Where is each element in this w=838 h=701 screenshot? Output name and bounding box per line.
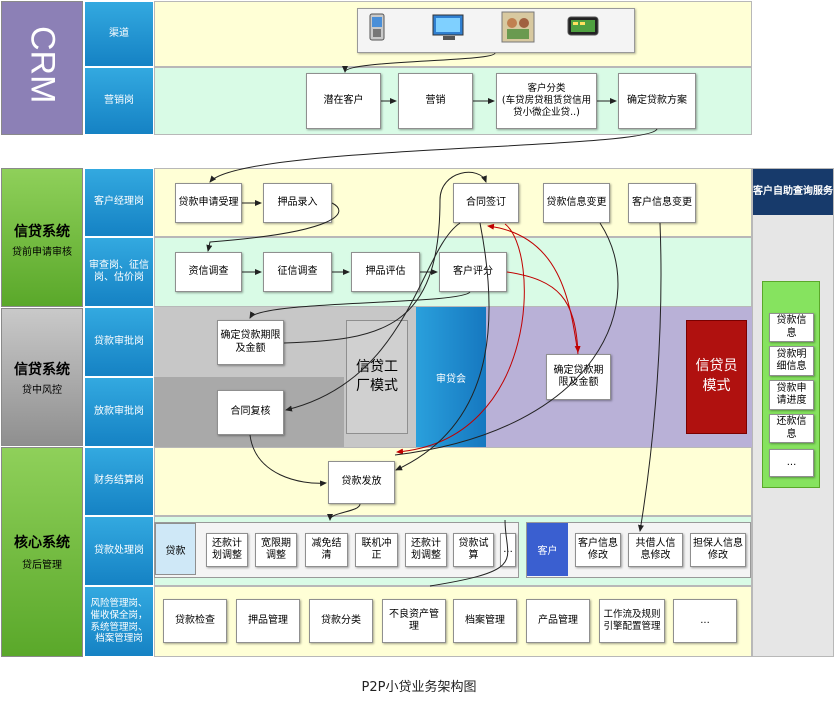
loan-disbursement-box[interactable]: 贷款发放 [328,461,395,504]
archive-management-box[interactable]: 档案管理 [453,599,517,643]
collateral-management-box[interactable]: 押品管理 [236,599,300,643]
flow-potential-customer[interactable]: 潜在客户 [306,73,381,129]
committee-label: 审贷会 [436,373,466,385]
product-management-box[interactable]: 产品管理 [526,599,590,643]
role-finance: 财务结算岗 [84,447,154,516]
phone-icon [369,13,385,41]
collateral-entry-box[interactable]: 押品录入 [263,183,332,223]
stage-subtitle: 贷中风控 [22,385,62,396]
loan-processing-label: 贷款 [155,523,196,575]
channel-icons-box [357,8,635,53]
people-icon [501,11,535,43]
management-more-box[interactable]: ... [673,599,737,643]
collateral-assessment-box[interactable]: 押品评估 [351,252,420,292]
loan-more-box[interactable]: ... [500,533,516,567]
loan-trial-calc-box[interactable]: 贷款试算 [453,533,494,567]
customer-processing-label: 客户 [527,523,568,576]
role-marketing: 营销岗 [84,67,154,135]
repayment-plan-adjust-box[interactable]: 还款计划调整 [206,533,248,567]
confirm-loan-term-left-box[interactable]: 确定贷款期限及金额 [217,320,284,365]
role-account-manager: 客户经理岗 [84,168,154,237]
online-reversal-box[interactable]: 联机冲正 [355,533,398,567]
computer-icon [432,14,464,40]
self-service-loan-detail[interactable]: 贷款明细信息 [769,346,814,376]
crm-title: CRM [23,26,62,104]
flow-customer-classification[interactable]: 客户分类 (车贷房贷租赁贷信用贷小微企业贷..) [496,73,597,129]
flow-confirm-loan-plan[interactable]: 确定贷款方案 [618,73,696,129]
self-service-loan-info[interactable]: 贷款信息 [769,313,814,342]
loan-application-box[interactable]: 贷款申请受理 [175,183,242,223]
channel-icons [369,11,599,43]
self-service-title: 客户自助查询服务 [753,169,833,215]
band-finance [154,447,752,516]
self-service-more[interactable]: ... [769,449,814,477]
stage-subtitle: 贷前申请审核 [12,247,72,258]
stage-title: 核心系统 [14,535,70,551]
contract-signing-box[interactable]: 合同签订 [453,183,519,223]
role-risk-management: 风险管理岗、催收保全岗，系统管理岗、档案管理岗 [84,586,154,657]
workflow-rules-config-box[interactable]: 工作流及规则引擎配置管理 [599,599,665,643]
stage-title: 信贷系统 [14,362,70,378]
confirm-loan-term-right-box[interactable]: 确定贷款期限及金额 [546,354,611,400]
crm-stage: CRM [1,1,83,135]
loan-info-change-box[interactable]: 贷款信息变更 [543,183,610,223]
device-icon [567,16,599,36]
stage-core: 核心系统 贷后管理 [1,447,83,657]
npl-management-box[interactable]: 不良资产管理 [382,599,446,643]
loan-classification-box[interactable]: 贷款分类 [309,599,373,643]
repayment-plan-adjust-2-box[interactable]: 还款计划调整 [405,533,447,567]
diagram-caption: P2P小贷业务架构图 [361,680,477,695]
stage-credit-pre: 信贷系统 贷前申请审核 [1,168,83,307]
credit-factory-mode: 信贷工厂模式 [346,320,408,434]
guarantor-info-modify-box[interactable]: 担保人信息修改 [690,533,746,567]
loan-inspection-box[interactable]: 贷款检查 [163,599,227,643]
stage-title: 信贷系统 [14,224,70,240]
customer-info-modify-box[interactable]: 客户信息修改 [575,533,621,567]
waiver-settlement-box[interactable]: 减免结清 [305,533,348,567]
role-review: 审查岗、征信岗、估价岗 [84,237,154,307]
self-service-repayment-info[interactable]: 还款信息 [769,414,814,443]
stage-subtitle: 贷后管理 [22,560,62,571]
credit-officer-mode: 信贷员模式 [686,320,747,434]
credit-check-box[interactable]: 征信调查 [263,252,332,292]
credit-investigation-box[interactable]: 资信调查 [175,252,242,292]
grace-period-adjust-box[interactable]: 宽限期调整 [255,533,297,567]
self-service-apply-progress[interactable]: 贷款申请进度 [769,380,814,410]
role-disbursement-approval: 放款审批岗 [84,377,154,447]
co-borrower-info-modify-box[interactable]: 共借人信息修改 [628,533,683,567]
customer-scoring-box[interactable]: 客户评分 [439,252,507,292]
stage-credit-mid: 信贷系统 贷中风控 [1,308,83,446]
flow-marketing[interactable]: 营销 [398,73,473,129]
role-channel: 渠道 [84,1,154,67]
role-loan-approval: 贷款审批岗 [84,307,154,377]
contract-review-box[interactable]: 合同复核 [217,390,284,435]
role-loan-processing: 贷款处理岗 [84,516,154,586]
customer-info-change-box[interactable]: 客户信息变更 [628,183,696,223]
committee-bar: 审贷会 [416,307,486,447]
